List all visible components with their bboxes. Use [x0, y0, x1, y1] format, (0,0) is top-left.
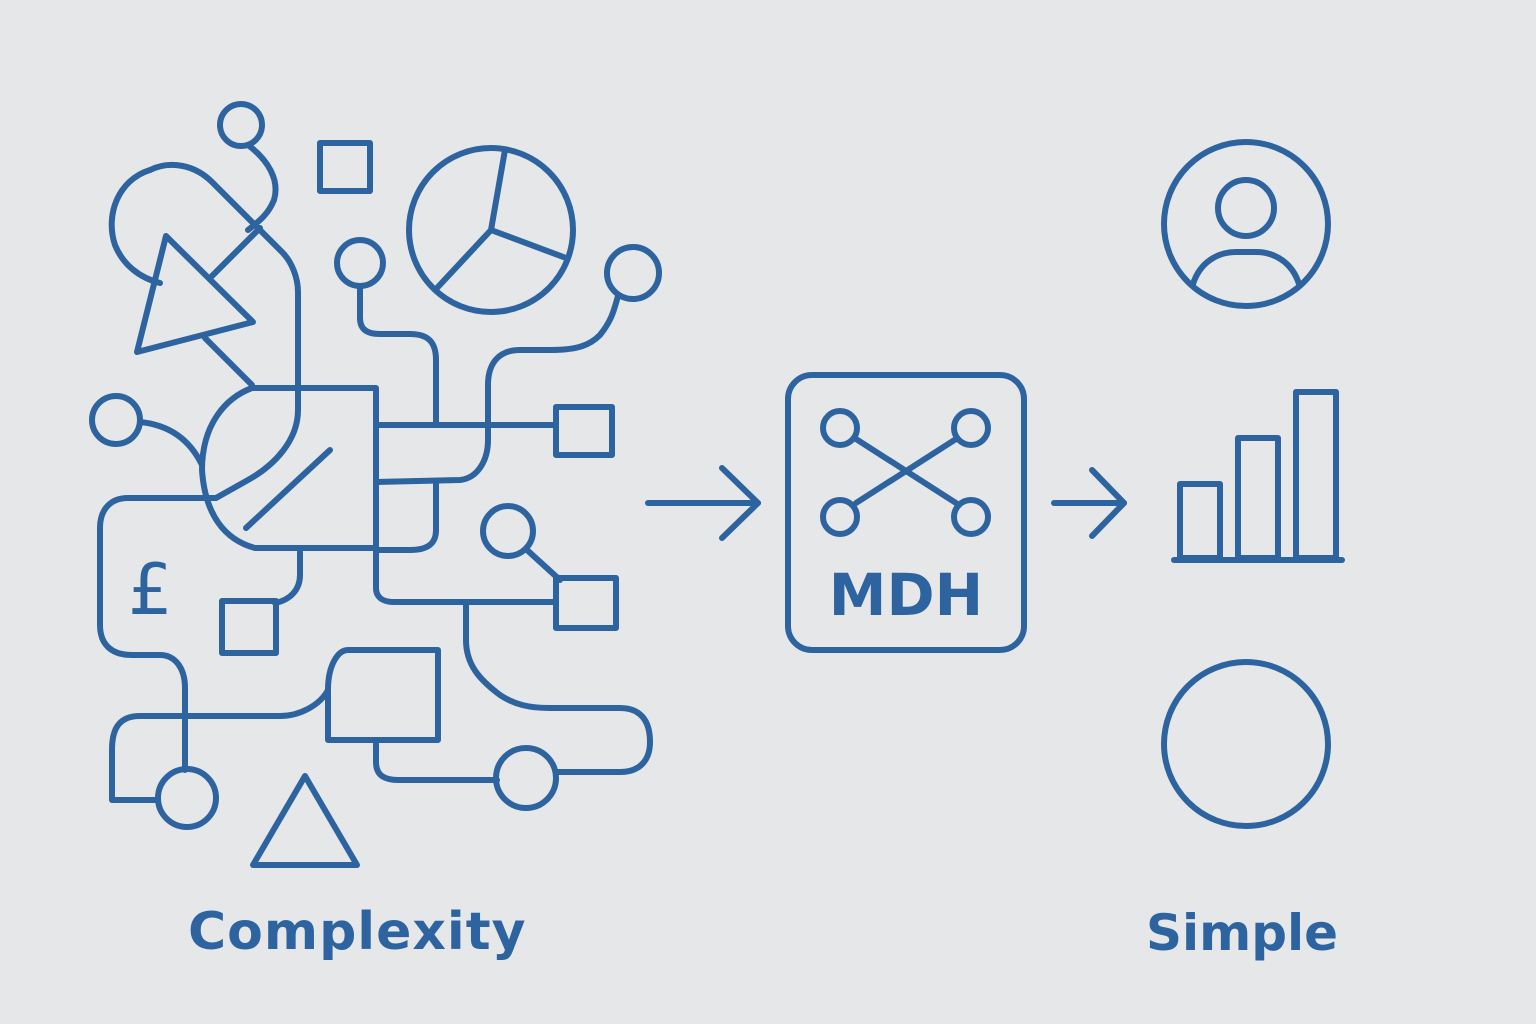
- simple-label: Simple: [1146, 904, 1339, 962]
- lozenge-left-arc: [108, 167, 163, 286]
- central-hub-shape: [199, 385, 379, 551]
- complexity-network: £: [89, 101, 662, 868]
- triangle-connector: [202, 335, 255, 388]
- complexity-label: Complexity: [188, 902, 527, 962]
- pie-chart-icon: [406, 145, 576, 315]
- magnifier-handle: [524, 547, 563, 583]
- node-square-right-top: [553, 404, 615, 458]
- mdh-hub-box: MDH: [785, 372, 1027, 653]
- node-circle-bottom-right: [493, 745, 559, 811]
- node-circle-bottom-left: [155, 766, 219, 830]
- node-circle-right: [604, 244, 662, 302]
- wire-left-node: [137, 419, 205, 468]
- wire-top-node: [245, 142, 279, 233]
- wire-hub-lower: [373, 479, 439, 553]
- wire-mid-node: [357, 283, 439, 425]
- wire-left-loop: [97, 495, 219, 773]
- node-rect-bottom: [325, 647, 441, 743]
- node-square-top: [317, 140, 373, 194]
- lozenge-shape: [147, 161, 301, 501]
- circle-icon: [1161, 659, 1331, 829]
- user-avatar-icon: [1161, 139, 1331, 309]
- arrow-right-icon: [645, 465, 761, 541]
- node-magnifier: [480, 503, 536, 559]
- network-icon: [820, 408, 991, 537]
- mdh-label: MDH: [829, 561, 983, 629]
- triangle-bottom: [250, 773, 360, 868]
- wire-right-node: [375, 293, 621, 485]
- wire-to-bottom-circle: [373, 737, 500, 783]
- mdh-frame: [785, 372, 1027, 653]
- wire-square-lower-left: [272, 549, 303, 606]
- triangle-top-left: [134, 233, 256, 355]
- node-circle-top: [217, 101, 265, 149]
- arrow-right-icon-2: [1051, 467, 1127, 539]
- hub-slash-line: [243, 447, 333, 531]
- wire-bottom-left: [109, 687, 331, 803]
- pie-chart-slices: [434, 147, 569, 291]
- pound-symbol: £: [128, 549, 173, 631]
- wire-to-square-right-bottom: [373, 547, 559, 605]
- bar-chart-icon: [1171, 389, 1345, 563]
- node-circle-left: [89, 393, 143, 447]
- node-circle-mid: [334, 237, 386, 289]
- lozenge-cross-line: [209, 225, 263, 279]
- node-square-right-bottom: [553, 575, 619, 631]
- node-square-lower-left: [219, 598, 279, 656]
- wire-right-loop: [463, 599, 653, 775]
